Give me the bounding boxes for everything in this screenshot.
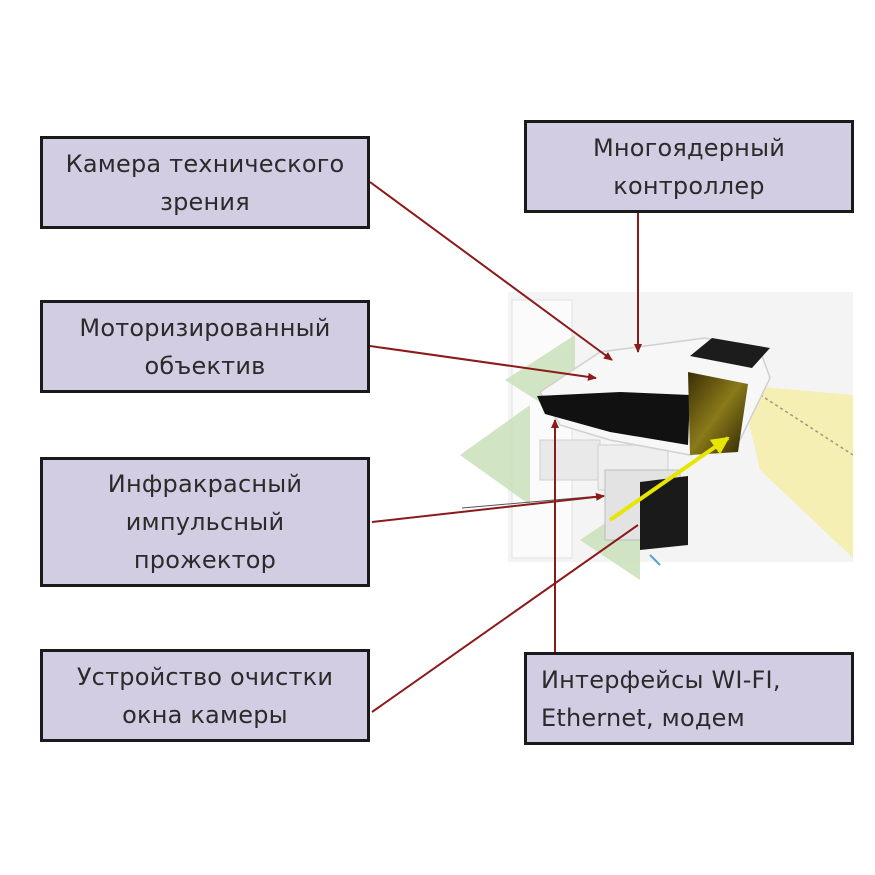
label-ir-pulse-projector: Инфракрасный импульсный прожектор	[40, 457, 370, 587]
arrow-motorized-lens	[369, 345, 597, 381]
arrow-ir-pulse-projector	[371, 492, 605, 523]
label-window-cleaning-device: Устройство очистки окна камеры	[40, 649, 370, 742]
arrow-machine-vision-camera	[369, 181, 613, 361]
arrow-window-cleaning-device	[371, 524, 639, 713]
label-interfaces: Интерфейсы WI-FI, Ethernet, модем	[524, 652, 854, 745]
decor-line	[461, 495, 601, 509]
label-text: Камера технического зрения	[65, 149, 345, 216]
decor-line	[649, 554, 661, 566]
decor-arrow-shape	[460, 405, 530, 505]
camera-lens	[688, 372, 748, 455]
label-text: Инфракрасный импульсный прожектор	[107, 470, 303, 574]
label-machine-vision-camera: Камера технического зрения	[40, 136, 370, 229]
label-motorized-lens: Моторизированный объектив	[40, 300, 370, 393]
cleaning-device-dark-panel	[640, 476, 688, 550]
beam-arrow	[608, 436, 730, 522]
label-text: Интерфейсы WI-FI, Ethernet, модем	[541, 665, 781, 732]
mount-arm	[539, 439, 601, 481]
label-multicore-controller: Многоядерный контроллер	[524, 120, 854, 213]
label-text: Устройство очистки окна камеры	[76, 662, 334, 729]
label-text: Моторизированный объектив	[79, 313, 331, 380]
camera-black-band	[537, 392, 690, 445]
label-text: Многоядерный контроллер	[592, 133, 786, 200]
camera-sunshield	[690, 338, 770, 368]
camera-illustration	[460, 292, 854, 580]
ir-beam	[740, 385, 853, 558]
